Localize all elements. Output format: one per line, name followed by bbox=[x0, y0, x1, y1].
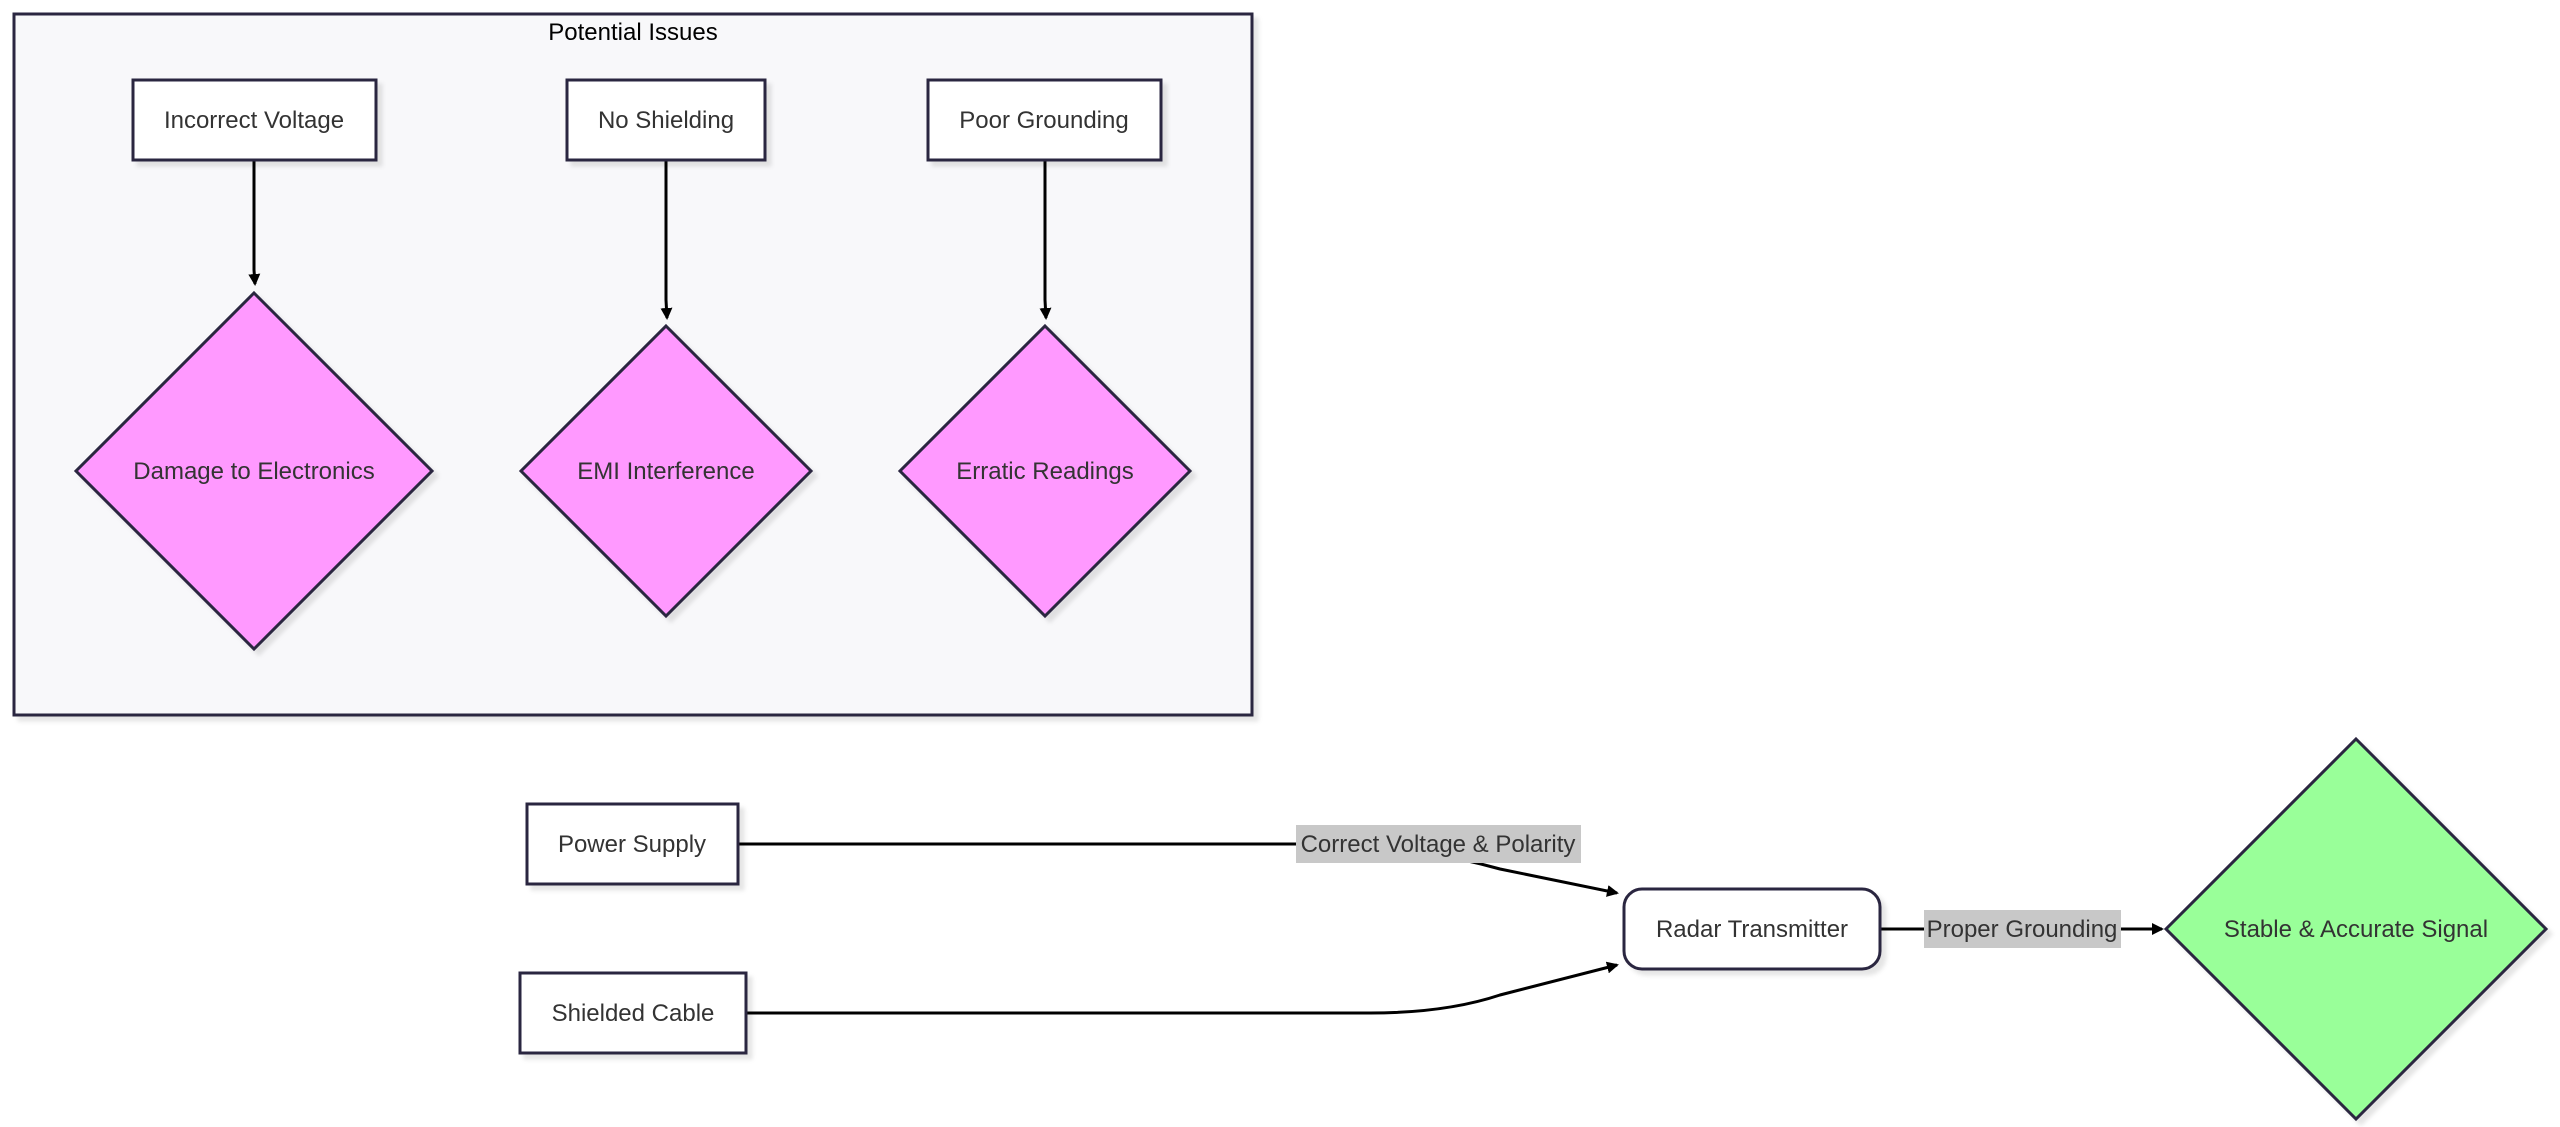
node-incorrect-voltage: Incorrect Voltage bbox=[131, 78, 378, 162]
node-shielded-cable: Shielded Cable bbox=[518, 971, 748, 1055]
node-radar-transmitter: Radar Transmitter bbox=[1622, 887, 1882, 971]
edge-label-proper-grounding: Proper Grounding bbox=[1924, 910, 2121, 948]
node-damage-to-electronics-label: Damage to Electronics bbox=[133, 458, 374, 485]
node-power-supply: Power Supply bbox=[525, 802, 740, 886]
node-erratic-readings-label: Erratic Readings bbox=[956, 458, 1133, 485]
node-incorrect-voltage-label: Incorrect Voltage bbox=[164, 107, 344, 134]
node-stable-accurate-signal: Stable & Accurate Signal bbox=[2163, 736, 2549, 1122]
node-erratic-readings: Erratic Readings bbox=[897, 323, 1193, 619]
node-no-shielding-label: No Shielding bbox=[598, 107, 734, 134]
edge-voltage-to-damage bbox=[248, 160, 261, 286]
edge-shielding-to-emi bbox=[660, 160, 673, 320]
edges-issues bbox=[248, 160, 1052, 320]
edge-label-correct-voltage: Correct Voltage & Polarity bbox=[1296, 825, 1581, 863]
node-damage-to-electronics: Damage to Electronics bbox=[73, 290, 435, 652]
node-radar-transmitter-label: Radar Transmitter bbox=[1656, 916, 1848, 943]
node-power-supply-label: Power Supply bbox=[558, 831, 706, 858]
cluster-title: Potential Issues bbox=[548, 19, 717, 46]
node-stable-accurate-signal-label: Stable & Accurate Signal bbox=[2224, 916, 2488, 943]
node-shielded-cable-label: Shielded Cable bbox=[552, 1000, 715, 1027]
edge-grounding-to-erratic bbox=[1039, 160, 1052, 320]
node-emi-interference-label: EMI Interference bbox=[577, 458, 754, 485]
node-poor-grounding-label: Poor Grounding bbox=[959, 107, 1128, 134]
edge-label-proper-grounding-text: Proper Grounding bbox=[1927, 916, 2118, 943]
node-emi-interference: EMI Interference bbox=[518, 323, 814, 619]
node-poor-grounding: Poor Grounding bbox=[926, 78, 1163, 162]
edge-label-correct-voltage-text: Correct Voltage & Polarity bbox=[1301, 831, 1576, 858]
node-no-shielding: No Shielding bbox=[565, 78, 767, 162]
edge-cable-to-radar bbox=[746, 961, 1619, 1015]
